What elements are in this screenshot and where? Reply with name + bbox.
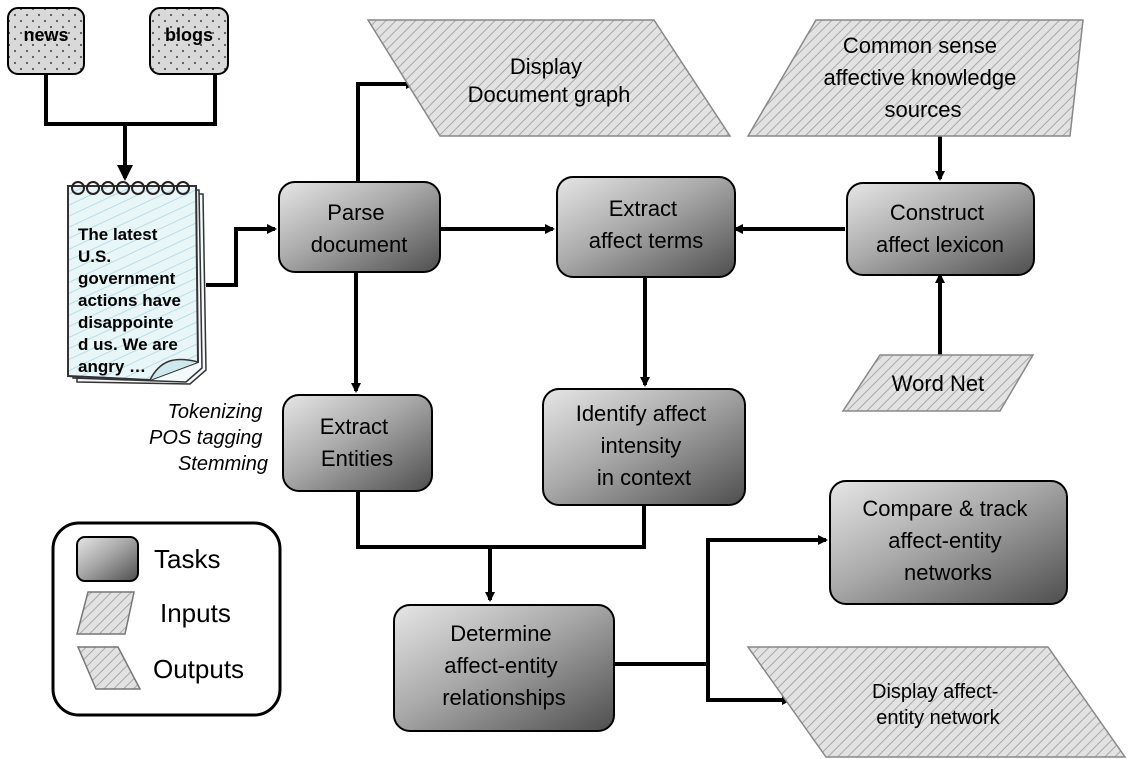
svg-text:Identify affect intensit: Identify affect intensity in context — [576, 401, 713, 490]
construct-affect-lexicon-task: Construct affect lexicon — [846, 182, 1035, 276]
legend-tasks: Tasks — [76, 536, 220, 582]
legend-outputs: Outputs — [76, 646, 244, 690]
extract-entities-task: Extract Entities — [282, 394, 433, 492]
determine-to-display-network-arrow — [706, 664, 792, 705]
compare-line1: Compare & track — [862, 496, 1028, 521]
display-network-output: Display affect- entity network — [746, 646, 1127, 758]
wordnet-label: Word Net — [892, 371, 985, 396]
extract-entities-line1: Extract — [320, 414, 388, 439]
legend-output-swatch — [76, 646, 142, 690]
extract-affect-terms-task: Extract affect terms — [556, 176, 736, 278]
determine-relationships-task: Determine affect-entity relationships — [393, 604, 615, 732]
identify-affect-intensity-task: Identify affect intensity in context — [542, 388, 746, 506]
compare-line3: networks — [904, 560, 992, 585]
sources-merge-connector — [44, 74, 217, 126]
parse-to-display-graph-arrow — [356, 79, 416, 182]
svg-text:Compare & track affect-e: Compare & track affect-entity networks — [862, 496, 1033, 585]
legend-inputs: Inputs — [76, 591, 231, 635]
notepad-text: The latest U.S. government actions have … — [78, 225, 186, 376]
display-document-graph-output: Display Document graph — [366, 19, 732, 137]
display-network-line1: Display affect- — [872, 681, 998, 703]
blogs-label: blogs — [165, 25, 213, 45]
identify-line1: Identify affect — [576, 401, 706, 426]
svg-text:Extract Entities: Extract Entities — [320, 414, 395, 471]
preprocessing-steps: Tokenizing POS tagging Stemming — [149, 401, 268, 475]
legend-tasks-label: Tasks — [154, 544, 220, 574]
common-sense-input: Common sense affective knowledge sources — [746, 19, 1084, 137]
extract-terms-line1: Extract — [609, 196, 677, 221]
svg-text:Parse document: Parse document — [311, 200, 408, 257]
svg-text:Display affect- entity n: Display affect- entity network — [872, 681, 1004, 729]
determine-to-compare-arrow — [706, 535, 828, 700]
determine-line2: affect-entity — [444, 653, 557, 678]
legend-task-swatch — [76, 536, 139, 582]
identify-line3: in context — [597, 465, 691, 490]
determine-line3: relationships — [442, 685, 566, 710]
construct-line2: affect lexicon — [876, 232, 1004, 257]
parse-document-task: Parse document — [278, 181, 441, 273]
common-sense-line2: affective knowledge — [824, 65, 1017, 90]
display-network-line2: entity network — [876, 707, 1000, 729]
notepad-to-parse-arrow — [206, 224, 277, 287]
news-source: news — [7, 7, 85, 75]
display-graph-line1: Display — [510, 54, 582, 79]
notepad-spiral — [71, 181, 190, 195]
parse-line2: document — [311, 232, 408, 257]
identify-line2: intensity — [601, 433, 682, 458]
document-notepad: The latest U.S. government actions have … — [67, 181, 207, 385]
legend-outputs-label: Outputs — [153, 654, 244, 684]
svg-text:Determine affect-entity: Determine affect-entity relationships — [442, 621, 566, 710]
svg-text:Extract affect terms: Extract affect terms — [589, 196, 704, 253]
legend-inputs-label: Inputs — [160, 598, 231, 628]
extract-entities-line2: Entities — [321, 446, 393, 471]
common-sense-line3: sources — [884, 97, 961, 122]
legend-input-swatch — [76, 591, 135, 635]
svg-text:Common sense affective k: Common sense affective knowledge sources — [824, 33, 1023, 122]
compare-line2: affect-entity — [888, 528, 1001, 553]
determine-line1: Determine — [450, 621, 551, 646]
blogs-source: blogs — [149, 7, 229, 75]
svg-text:Display Document graph: Display Document graph — [468, 54, 631, 107]
entities-intensity-merge-connector — [356, 491, 646, 549]
legend: Tasks Inputs Outputs — [51, 521, 282, 717]
construct-line1: Construct — [890, 200, 984, 225]
common-sense-line1: Common sense — [843, 33, 997, 58]
news-label: news — [23, 25, 68, 45]
parse-line1: Parse — [327, 200, 384, 225]
wordnet-input: Word Net — [841, 354, 1035, 412]
svg-text:Construct affect lexicon: Construct affect lexicon — [876, 200, 1004, 257]
compare-track-task: Compare & track affect-entity networks — [829, 480, 1068, 605]
extract-terms-line2: affect terms — [589, 228, 704, 253]
display-graph-line2: Document graph — [468, 82, 631, 107]
